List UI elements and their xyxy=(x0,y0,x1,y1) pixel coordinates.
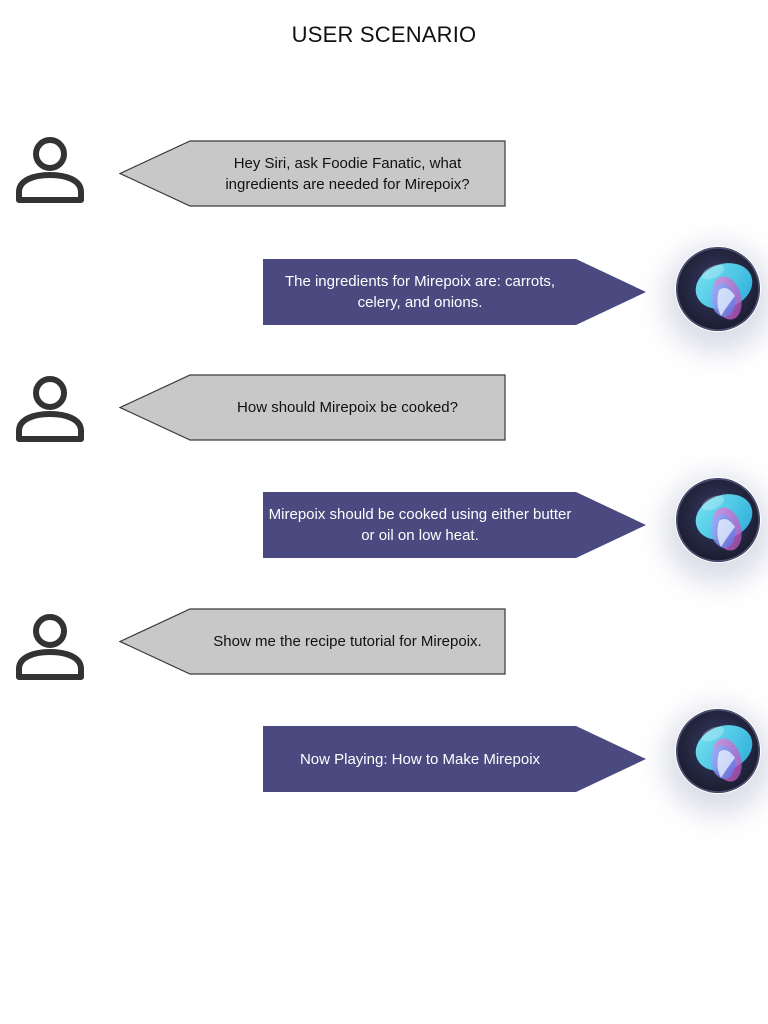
user-icon xyxy=(14,611,86,683)
conversation-turn-user-1: Hey Siri, ask Foodie Fanatic, what ingre… xyxy=(0,134,768,214)
user-icon xyxy=(14,134,86,206)
user-bubble-shape xyxy=(119,608,506,675)
siri-orb-icon xyxy=(675,708,761,794)
siri-response-text: Mirepoix should be cooked using either b… xyxy=(268,506,572,544)
siri-response-bubble: Mirepoix should be cooked using either b… xyxy=(263,492,647,558)
siri-response-bubble: Now Playing: How to Make Mirepoix xyxy=(263,726,647,792)
conversation-turn-user-3: Show me the recipe tutorial for Mirepoix… xyxy=(0,607,768,687)
user-message-bubble: How should Mirepoix be cooked? xyxy=(119,374,506,441)
user-icon xyxy=(14,373,86,445)
page-title: USER SCENARIO xyxy=(291,22,477,47)
user-message-text: Hey Siri, ask Foodie Fanatic, what ingre… xyxy=(225,154,470,193)
user-message-text: Show me the recipe tutorial for Mirepoix… xyxy=(213,633,482,650)
user-message-text: How should Mirepoix be cooked? xyxy=(237,399,458,416)
user-bubble-shape xyxy=(119,140,506,207)
siri-orb-icon xyxy=(675,246,761,332)
siri-response-text: The ingredients for Mirepoix are: carrot… xyxy=(284,273,556,311)
siri-bubble-shape xyxy=(263,492,646,558)
conversation-turn-siri-3: Now Playing: How to Make Mirepoix xyxy=(0,708,768,798)
user-message-bubble: Show me the recipe tutorial for Mirepoix… xyxy=(119,608,506,675)
conversation-turn-siri-2: Mirepoix should be cooked using either b… xyxy=(0,477,768,567)
siri-bubble-shape xyxy=(263,726,646,792)
conversation-turn-user-2: How should Mirepoix be cooked? xyxy=(0,373,768,453)
siri-response-bubble: The ingredients for Mirepoix are: carrot… xyxy=(263,259,647,325)
user-bubble-shape xyxy=(119,374,506,441)
user-message-bubble: Hey Siri, ask Foodie Fanatic, what ingre… xyxy=(119,140,506,207)
siri-response-text: Now Playing: How to Make Mirepoix xyxy=(299,750,541,768)
siri-orb-icon xyxy=(675,477,761,563)
conversation-turn-siri-1: The ingredients for Mirepoix are: carrot… xyxy=(0,246,768,336)
siri-bubble-shape xyxy=(263,259,646,325)
